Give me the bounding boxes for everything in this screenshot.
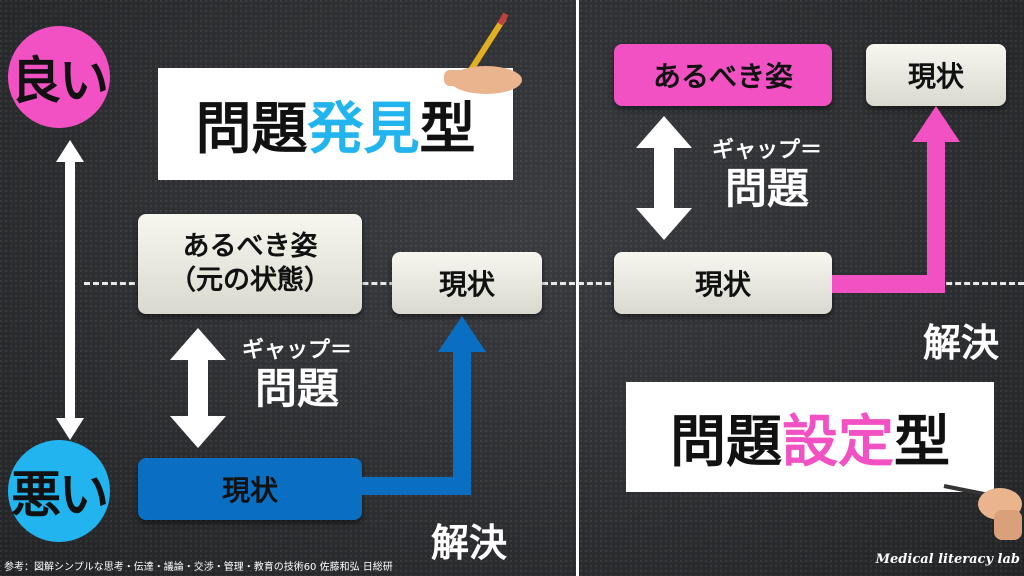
current-state-box-top-right: 現状 xyxy=(866,44,1006,106)
title-left-part3: 型 xyxy=(419,96,476,162)
ideal-state-box: あるべき姿 （元の状態） xyxy=(138,214,362,314)
title-left-part2: 発見 xyxy=(307,96,420,162)
solve-label-left: 解決 xyxy=(430,521,507,565)
good-circle: 良い xyxy=(8,26,110,128)
bad-label: 悪い xyxy=(11,466,109,524)
gap-line2-right: 問題 xyxy=(724,164,809,213)
current-bottom-left-label: 現状 xyxy=(221,474,278,507)
hand-pen-icon xyxy=(943,484,1022,540)
gap-double-arrow-right xyxy=(636,116,692,240)
gap-label-left: ギャップ＝ 問題 xyxy=(232,340,362,410)
hand-pencil-icon xyxy=(444,12,522,94)
reference-citation: 参考：図解シンプルな思考・伝達・議論・交渉・管理・教育の技術60 佐藤和弘 日総… xyxy=(4,562,393,573)
baseline-dashed-line xyxy=(84,282,1024,285)
current-state-box-top-left: 現状 xyxy=(392,252,542,314)
current-state-box-mid-right: 現状 xyxy=(614,252,832,314)
solve-arrow-right xyxy=(832,106,960,293)
title-problem-discovery: 問題発見型 xyxy=(158,68,513,180)
gap-label-right: ギャップ＝ 問題 xyxy=(702,140,832,210)
gap-line1-left: ギャップ＝ xyxy=(241,338,352,363)
brand-logo: Medical literacy lab xyxy=(875,552,1020,567)
current-top-right-label: 現状 xyxy=(907,60,964,93)
ideal-state-box-right: あるべき姿 xyxy=(614,44,832,106)
ideal-line2: （元の状態） xyxy=(169,265,331,296)
gap-line2-left: 問題 xyxy=(254,364,339,413)
title-right-part1: 問題 xyxy=(670,409,782,475)
title-left-part1: 問題 xyxy=(195,96,308,162)
current-state-box-bottom-left: 現状 xyxy=(138,458,362,520)
good-bad-double-arrow xyxy=(56,140,84,440)
title-problem-setting: 問題設定型 xyxy=(626,382,994,492)
current-mid-right-label: 現状 xyxy=(694,268,751,301)
title-right-part2: 設定 xyxy=(782,409,894,475)
bad-circle: 悪い xyxy=(8,440,110,542)
ideal-right-label: あるべき姿 xyxy=(652,60,793,93)
solve-label-right: 解決 xyxy=(922,321,999,365)
ideal-line1: あるべき姿 xyxy=(182,231,318,263)
title-right-part3: 型 xyxy=(894,409,950,475)
center-divider xyxy=(576,0,579,576)
solve-arrow-left xyxy=(362,316,486,495)
gap-line1-right: ギャップ＝ xyxy=(711,138,822,163)
current-top-left-label: 現状 xyxy=(438,268,495,301)
good-label: 良い xyxy=(11,52,109,110)
gap-double-arrow-left xyxy=(170,328,226,448)
